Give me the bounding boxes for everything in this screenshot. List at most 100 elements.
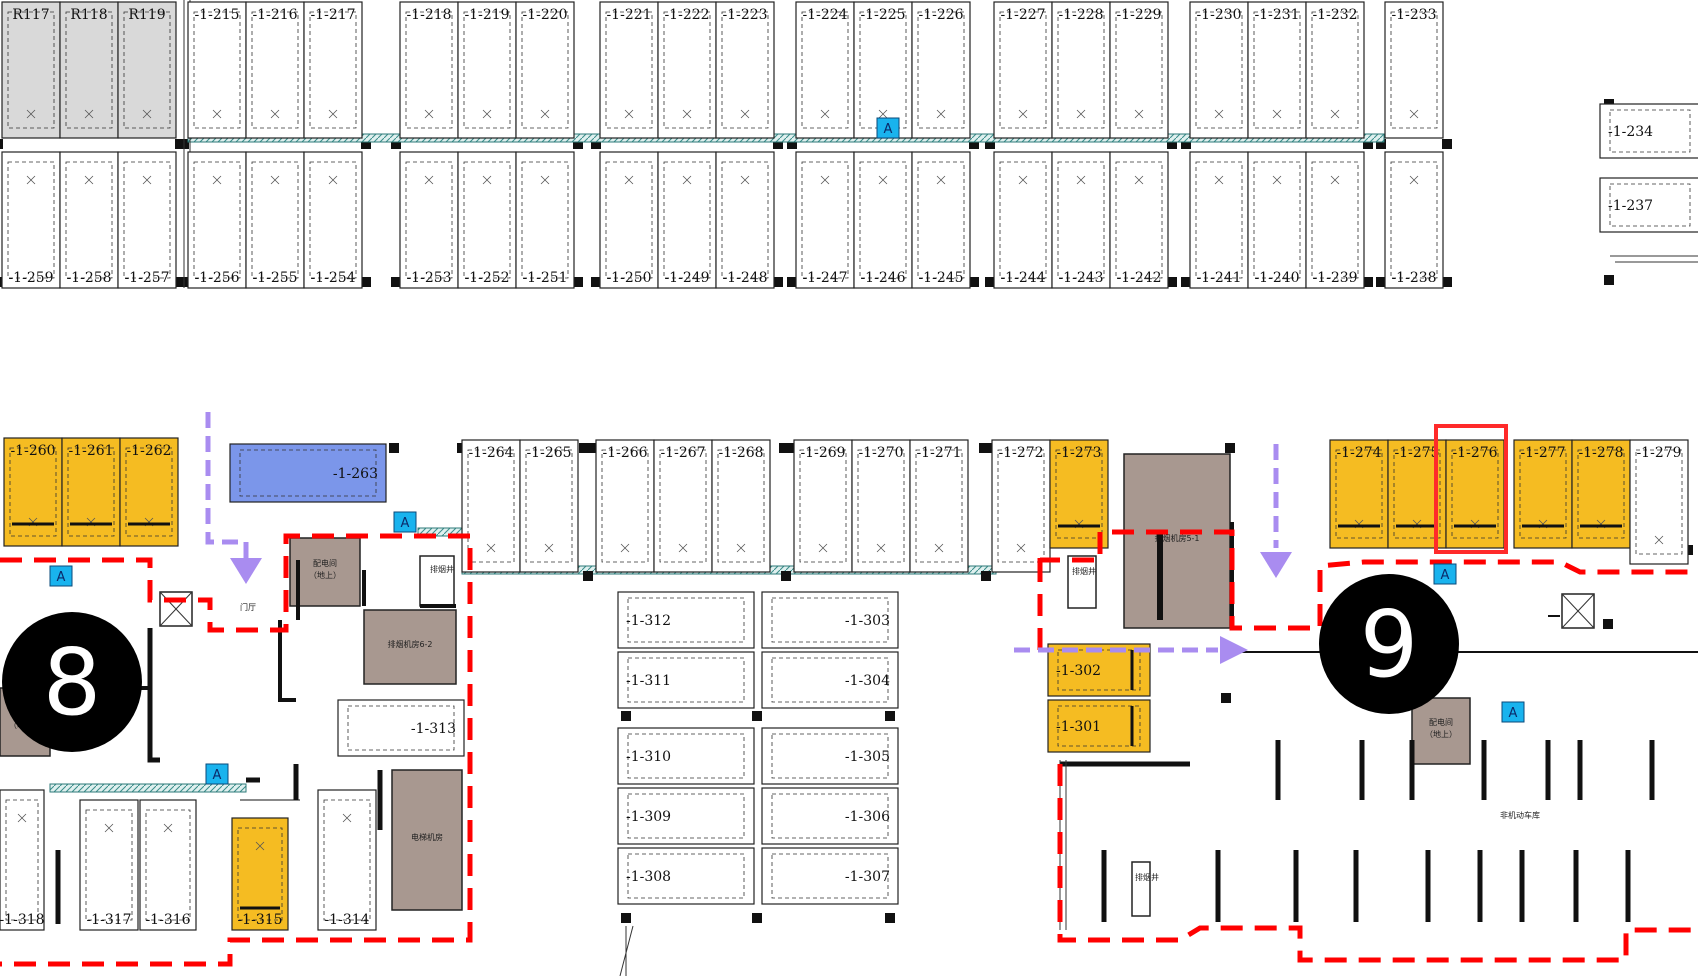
parking-spot-1222[interactable]: -1-222 (657, 1, 717, 139)
parking-spot-1231[interactable]: -1-231 (1247, 1, 1307, 139)
parking-spot-1218[interactable]: -1-218 (399, 1, 459, 139)
parking-spot-1308[interactable]: -1-308 (617, 847, 755, 905)
driveway-strip (49, 783, 247, 793)
parking-spot-1303[interactable]: -1-303 (761, 591, 899, 649)
parking-spot-1223[interactable]: -1-223 (715, 1, 775, 139)
parking-spot-1272[interactable]: -1-272 (991, 439, 1051, 573)
spot-mark (544, 543, 554, 553)
parking-spot-1227[interactable]: -1-227 (993, 1, 1053, 139)
spot-car-outline (193, 11, 241, 129)
parking-spot-1255[interactable]: -1-255 (245, 151, 305, 289)
parking-spot-1262[interactable]: -1-262 (119, 437, 179, 547)
parking-spot-1233[interactable]: -1-233 (1384, 1, 1444, 139)
parking-spot-1312[interactable]: -1-312 (617, 591, 755, 649)
parking-spot-1276[interactable]: -1-276 (1445, 439, 1505, 549)
spot-label: R117 (12, 7, 49, 23)
parking-spot-1309[interactable]: -1-309 (617, 787, 755, 845)
parking-spot-1270[interactable]: -1-270 (851, 439, 911, 573)
parking-spot-1310[interactable]: -1-310 (617, 727, 755, 785)
parking-spot-1239[interactable]: -1-239 (1305, 151, 1365, 289)
spot-mark (820, 175, 830, 185)
parking-spot-1225[interactable]: -1-225 (853, 1, 913, 139)
spot-car-outline (1519, 449, 1567, 539)
spot-label: -1-237 (1608, 198, 1653, 214)
parking-spot-1279[interactable]: -1-279 (1629, 439, 1689, 565)
parking-spot-1244[interactable]: -1-244 (993, 151, 1053, 289)
parking-spot-1269[interactable]: -1-269 (793, 439, 853, 573)
zone-marker-icon: A (1433, 563, 1457, 585)
parking-spot-1221[interactable]: -1-221 (599, 1, 659, 139)
parking-spot-1219[interactable]: -1-219 (457, 1, 517, 139)
parking-spot-1306[interactable]: -1-306 (761, 787, 899, 845)
parking-spot-1266[interactable]: -1-266 (595, 439, 655, 573)
parking-spot-1251[interactable]: -1-251 (515, 151, 575, 289)
parking-spot-1253[interactable]: -1-253 (399, 151, 459, 289)
parking-spot-1258[interactable]: -1-258 (59, 151, 119, 289)
parking-spot-1257[interactable]: -1-257 (117, 151, 177, 289)
parking-spot-1278[interactable]: -1-278 (1571, 439, 1631, 549)
parking-spot-1317[interactable]: -1-317 (79, 799, 139, 931)
parking-spot-R119[interactable]: R119 (117, 1, 177, 139)
column (591, 139, 601, 149)
parking-spot-1229[interactable]: -1-229 (1109, 1, 1169, 139)
parking-spot-1215[interactable]: -1-215 (187, 1, 247, 139)
parking-spot-1242[interactable]: -1-242 (1109, 151, 1169, 289)
parking-spot-1241[interactable]: -1-241 (1189, 151, 1249, 289)
parking-spot-R117[interactable]: R117 (1, 1, 61, 139)
parking-spot-1318[interactable]: -1-318 (0, 789, 45, 931)
parking-spot-1252[interactable]: -1-252 (457, 151, 517, 289)
parking-spot-1232[interactable]: -1-232 (1305, 1, 1365, 139)
parking-spot-1217[interactable]: -1-217 (303, 1, 363, 139)
spot-label: -1-312 (626, 613, 671, 629)
parking-spot-1243[interactable]: -1-243 (1051, 151, 1111, 289)
parking-spot-1311[interactable]: -1-311 (617, 651, 755, 709)
parking-spot-1261[interactable]: -1-261 (61, 437, 121, 547)
parking-spot-1224[interactable]: -1-224 (795, 1, 855, 139)
parking-spot-1304[interactable]: -1-304 (761, 651, 899, 709)
parking-spot-1250[interactable]: -1-250 (599, 151, 659, 289)
spot-outline (1305, 151, 1365, 289)
spot-outline (1329, 439, 1389, 549)
parking-spot-1220[interactable]: -1-220 (515, 1, 575, 139)
parking-spot-1301[interactable]: -1-301 (1047, 699, 1151, 753)
parking-spot-1216[interactable]: -1-216 (245, 1, 305, 139)
spot-outline (617, 847, 755, 905)
parking-spot-1260[interactable]: -1-260 (3, 437, 63, 547)
parking-spot-1249[interactable]: -1-249 (657, 151, 717, 289)
parking-spot-1245[interactable]: -1-245 (911, 151, 971, 289)
spot-car-outline (1311, 11, 1359, 129)
spot-label: -1-233 (1391, 7, 1436, 23)
parking-spot-1314[interactable]: -1-314 (317, 789, 377, 931)
column (361, 277, 371, 287)
parking-spot-1259[interactable]: -1-259 (1, 151, 61, 289)
parking-spot-1267[interactable]: -1-267 (653, 439, 713, 573)
parking-spot-1247[interactable]: -1-247 (795, 151, 855, 289)
parking-spot-1230[interactable]: -1-230 (1189, 1, 1249, 139)
parking-spot-1256[interactable]: -1-256 (187, 151, 247, 289)
parking-spot-1265[interactable]: -1-265 (519, 439, 579, 573)
parking-spot-1246[interactable]: -1-246 (853, 151, 913, 289)
parking-spot-1248[interactable]: -1-248 (715, 151, 775, 289)
parking-spot-1302[interactable]: -1-302 (1047, 643, 1151, 697)
parking-spot-1226[interactable]: -1-226 (911, 1, 971, 139)
parking-spot-1313[interactable]: -1-313 (337, 699, 465, 757)
parking-spot-1234[interactable]: -1-234 (1599, 103, 1698, 159)
parking-spot-1305[interactable]: -1-305 (761, 727, 899, 785)
parking-spot-R118[interactable]: R118 (59, 1, 119, 139)
parking-spot-1254[interactable]: -1-254 (303, 151, 363, 289)
parking-spot-1315[interactable]: -1-315 (231, 817, 289, 931)
parking-spot-1274[interactable]: -1-274 (1329, 439, 1389, 549)
parking-spot-1273[interactable]: -1-273 (1049, 439, 1109, 549)
column (1442, 139, 1452, 149)
parking-spot-1228[interactable]: -1-228 (1051, 1, 1111, 139)
parking-spot-1307[interactable]: -1-307 (761, 847, 899, 905)
parking-spot-1240[interactable]: -1-240 (1247, 151, 1307, 289)
parking-spot-1316[interactable]: -1-316 (139, 799, 197, 931)
zone-marker-icon: A (49, 565, 73, 587)
parking-spot-1268[interactable]: -1-268 (711, 439, 771, 573)
parking-spot-1238[interactable]: -1-238 (1384, 151, 1444, 289)
parking-spot-1277[interactable]: -1-277 (1513, 439, 1573, 549)
parking-spot-1237[interactable]: -1-237 (1599, 177, 1698, 233)
parking-spot-1263[interactable]: -1-263 (229, 443, 387, 503)
parking-spot-1271[interactable]: -1-271 (909, 439, 969, 573)
